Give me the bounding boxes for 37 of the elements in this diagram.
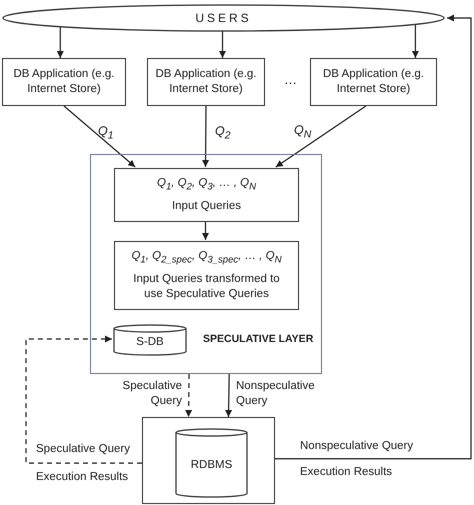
edge-label: Nonspeculative Query: [236, 379, 316, 409]
arrow: [64, 106, 136, 168]
edge-label: Speculative Query Execution Results: [36, 442, 131, 485]
node-label: DB Application (e.g. Internet Store): [154, 67, 258, 97]
process-box: [114, 168, 299, 222]
application-box: [310, 58, 437, 106]
edge-label: Q$_{N}$: [294, 122, 312, 142]
arrow: [202, 221, 209, 240]
edge-label: Speculative Query: [122, 379, 182, 409]
edge-label: Q$_{2}$: [215, 123, 232, 144]
arrow: [275, 106, 366, 168]
node-label: S-DB: [136, 334, 164, 350]
arrow: [56, 26, 64, 58]
application-box: [2, 58, 126, 106]
layer-panel: [90, 154, 322, 374]
arrow: [412, 24, 419, 58]
arrow: [219, 31, 226, 58]
edge-label: Nonspeculative Query Execution Results: [300, 439, 414, 480]
node-label: SPECULATIVE LAYER: [203, 332, 314, 347]
edge-label: Q$_{1}$: [98, 123, 115, 144]
node-label: Input Queries: [172, 199, 242, 214]
ellipsis-label: …: [284, 72, 297, 87]
node-label: DB Application (e.g. Internet Store): [322, 67, 425, 97]
node-label: USERS: [195, 10, 252, 26]
arrow: [202, 106, 210, 167]
node-label: RDBMS: [190, 458, 232, 473]
query-list: Q$_{1}$, Q$_{2}$, Q$_{3}$, … , Q$_{N}$: [157, 176, 256, 194]
node-label: Input Queries transformed to use Speculative Queries: [132, 272, 281, 302]
query-list: Q$_{1}$, Q$_{2_spec}$, Q$_{3_spec}$, … , Q$_{N}$: [131, 248, 282, 268]
arrow: [275, 14, 472, 460]
arrow: [225, 374, 232, 418]
server-box: [142, 417, 275, 504]
process-box: [114, 241, 299, 310]
node-label: DB Application (e.g. Internet Store): [12, 67, 116, 97]
arrow: [25, 336, 142, 464]
application-box: [147, 58, 265, 106]
arrow: [185, 374, 192, 417]
